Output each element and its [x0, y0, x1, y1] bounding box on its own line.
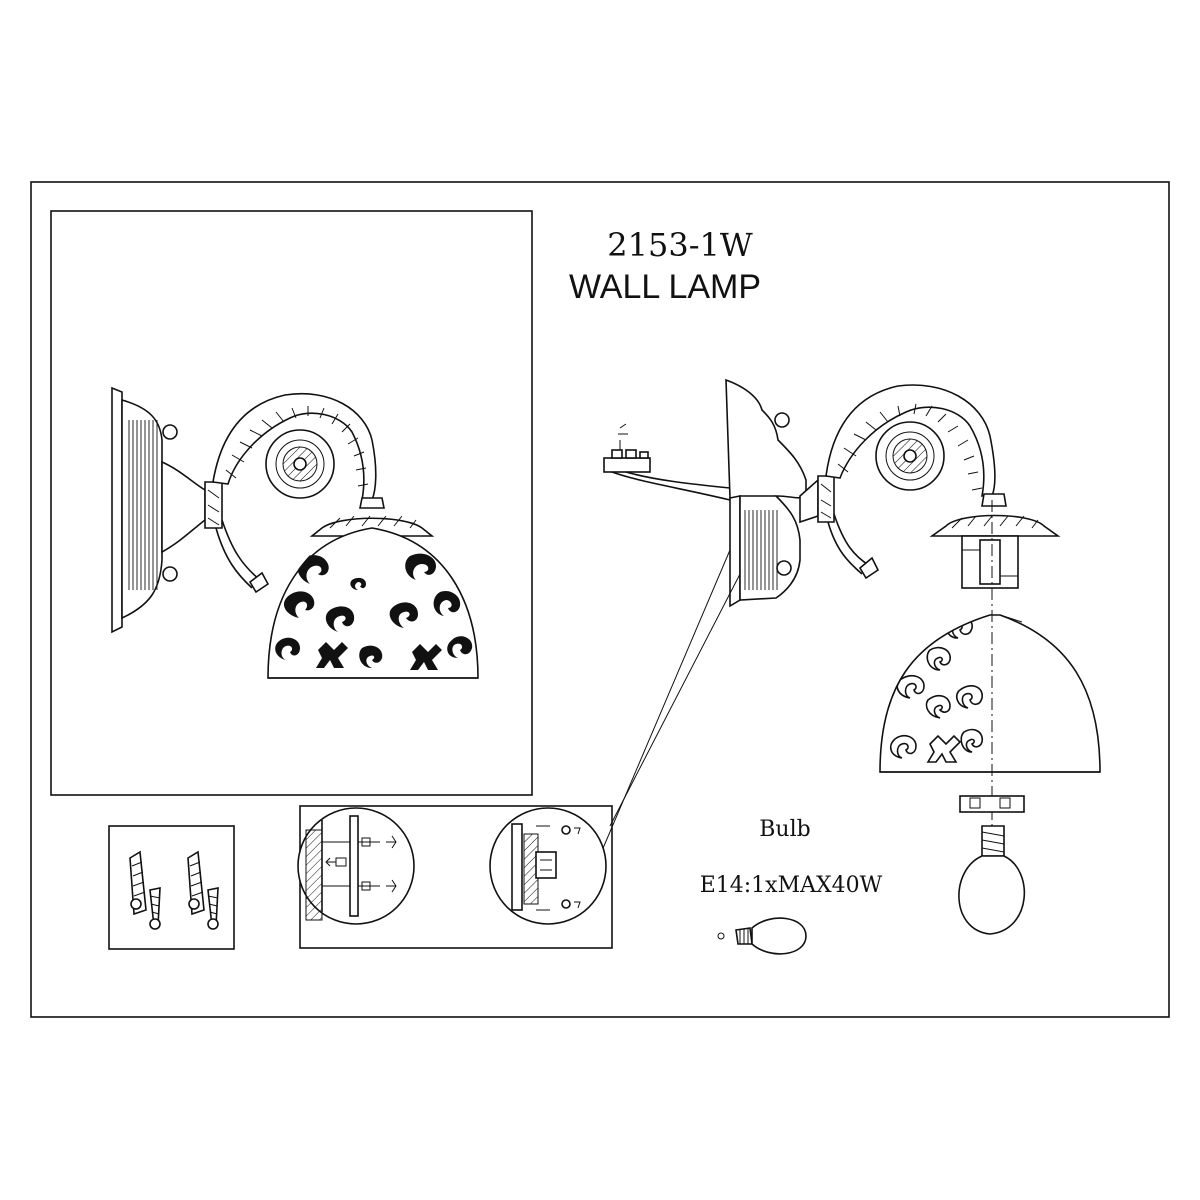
lamp-arm	[204, 392, 377, 594]
assembled-view-frame	[50, 210, 533, 796]
fixings-kit	[108, 825, 235, 950]
detail-leader-left	[597, 549, 731, 861]
lamp-holder	[929, 493, 1061, 589]
mounting-detail	[297, 805, 613, 949]
lamp-shade	[267, 497, 479, 679]
mounting-detail-circle-1	[297, 807, 415, 925]
terminal-block	[603, 423, 651, 473]
lamp-arm-exploded	[817, 384, 996, 580]
assembled-view	[50, 210, 533, 796]
exploded-view	[603, 378, 1101, 935]
bulb-detail	[958, 795, 1026, 935]
bulb-spec: E14:1xMAX40W	[700, 873, 883, 898]
outer-frame	[30, 181, 1170, 1018]
screw	[207, 887, 219, 930]
wall-plate	[111, 386, 206, 634]
bulb-icon	[717, 917, 807, 955]
fixings-kit-frame	[108, 825, 235, 950]
detail-leader-right	[609, 573, 741, 827]
product-name: WALL LAMP	[569, 268, 761, 306]
wall-plug	[187, 850, 205, 916]
screw	[149, 887, 161, 930]
mounting-detail-circle-2	[489, 807, 607, 925]
bulb-heading: Bulb	[759, 817, 810, 842]
lamp-shade-exploded	[879, 614, 1101, 773]
wall-plate-exploded	[725, 378, 819, 608]
wall-plug	[129, 850, 147, 916]
model-number: 2153-1W	[607, 226, 753, 264]
